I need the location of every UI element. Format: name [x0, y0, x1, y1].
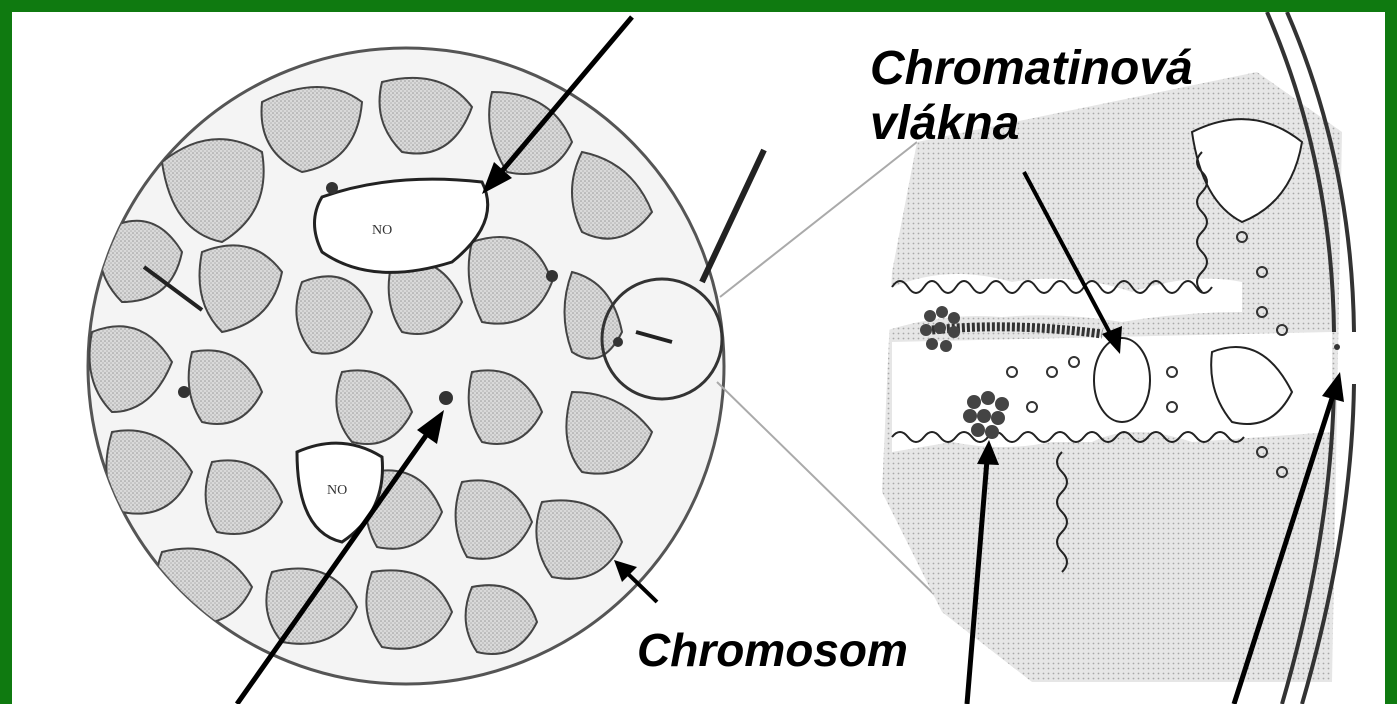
chromocenter-dot — [613, 337, 623, 347]
chromatin-loop — [1094, 338, 1150, 422]
chromatin-label-line2: vlákna — [870, 100, 1019, 148]
zoom-line-upper — [720, 142, 917, 297]
chromocenter-dot — [178, 386, 190, 398]
chromatin-label-line1: Chromatinová — [870, 45, 1193, 93]
chromocenter-dot — [326, 182, 338, 194]
chromosome-label: Chromosom — [637, 627, 908, 673]
magnifier-handle — [702, 150, 764, 282]
nucleolus-label-upper: NO — [372, 223, 392, 238]
chromocenter-dot — [439, 391, 453, 405]
nucleus-diagram: NO NO — [12, 12, 1385, 704]
diagram-canvas: NO NO — [12, 12, 1385, 704]
chromocenter-dot — [546, 270, 558, 282]
nuclear-pore — [1334, 344, 1340, 350]
nucleolus-label-lower: NO — [327, 483, 347, 498]
nucleus-circle: NO NO — [88, 48, 764, 684]
